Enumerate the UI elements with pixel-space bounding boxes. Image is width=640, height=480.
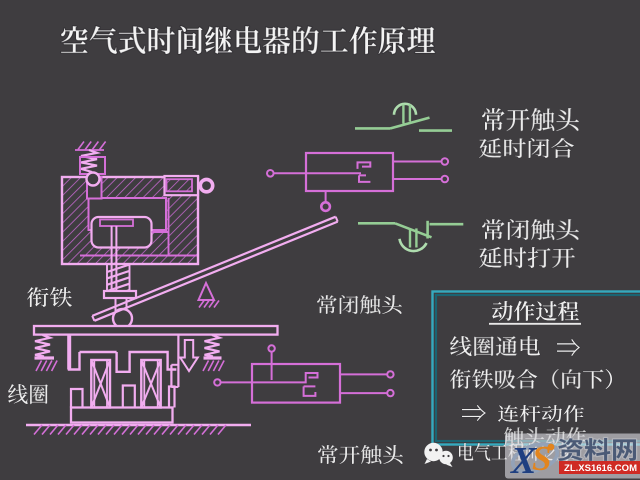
svg-text:S: S [532, 439, 551, 478]
svg-text:X: X [510, 440, 538, 480]
svg-text:ZL.XS1616.COM: ZL.XS1616.COM [564, 463, 637, 474]
